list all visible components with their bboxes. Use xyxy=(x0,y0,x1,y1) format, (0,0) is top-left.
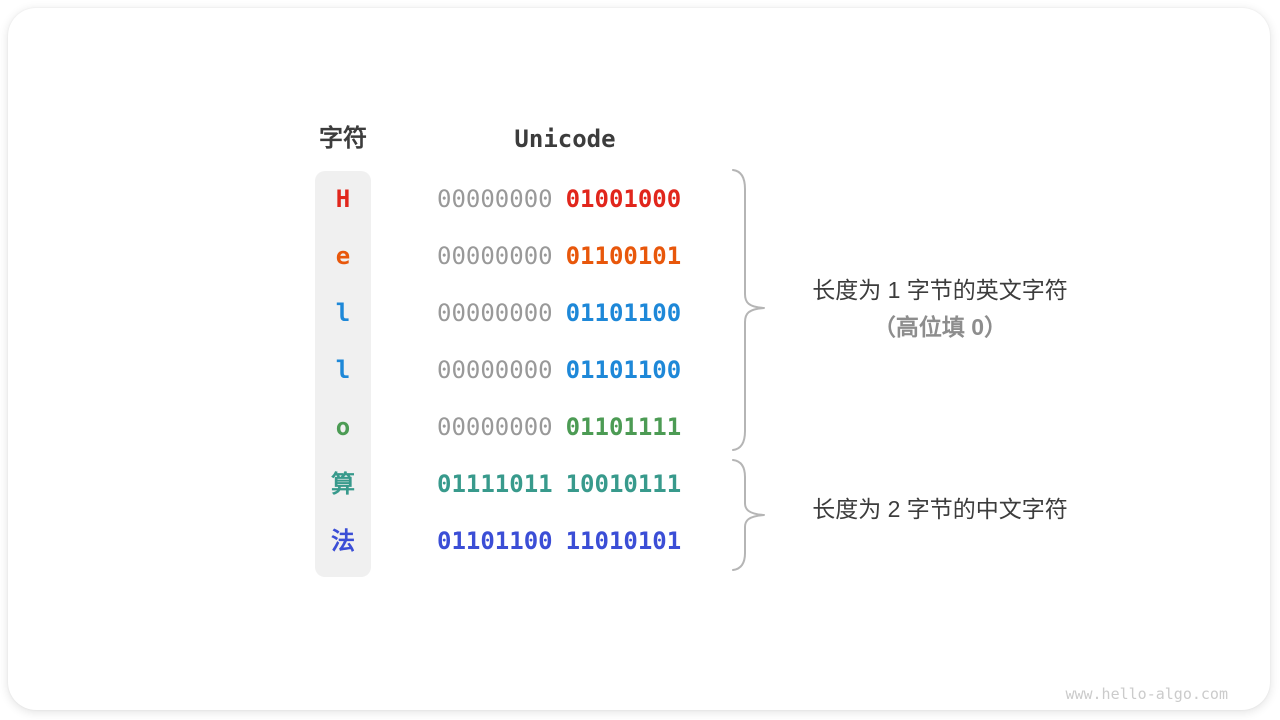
byte-low: 01101100 xyxy=(565,356,682,384)
table-row: o 00000000 01101111 xyxy=(8,410,1280,444)
byte-low: 01101100 xyxy=(565,299,682,327)
byte-high: 00000000 xyxy=(437,185,553,213)
byte-high: 00000000 xyxy=(437,299,553,327)
table-row: e 00000000 01100101 xyxy=(8,239,1280,273)
table-row: H 00000000 01001000 xyxy=(8,182,1280,216)
character-column-background xyxy=(315,171,371,577)
annotation-line: 长度为 1 字节的英文字符 xyxy=(812,277,1068,303)
character-cell: l xyxy=(335,299,351,327)
annotation-chinese-chars: 长度为 2 字节的中文字符 xyxy=(780,490,1100,528)
unicode-bytes: 00000000 01101100 xyxy=(437,296,681,330)
byte-high: 00000000 xyxy=(437,413,553,441)
unicode-bytes: 00000000 01101100 xyxy=(437,353,681,387)
byte-high: 00000000 xyxy=(437,356,553,384)
unicode-bytes: 00000000 01101111 xyxy=(437,410,681,444)
character-cell: l xyxy=(335,356,351,384)
table-row: 法 01101100 11010101 xyxy=(8,524,1280,558)
column-header-unicode: Unicode xyxy=(514,125,616,153)
table-row: l 00000000 01101100 xyxy=(8,353,1280,387)
brace-group-english xyxy=(732,169,765,451)
byte-low: 11010101 xyxy=(565,527,682,555)
unicode-bytes: 00000000 01100101 xyxy=(437,239,681,273)
byte-low: 01100101 xyxy=(565,242,682,270)
byte-low: 01001000 xyxy=(565,185,682,213)
unicode-bytes: 00000000 01001000 xyxy=(437,182,681,216)
unicode-bytes: 01111011 10010111 xyxy=(437,467,681,501)
table-row: l 00000000 01101100 xyxy=(8,296,1280,330)
unicode-bytes: 01101100 11010101 xyxy=(437,524,681,558)
character-cell: e xyxy=(335,242,351,270)
byte-high: 01111011 xyxy=(437,470,553,498)
byte-low: 10010111 xyxy=(565,470,682,498)
column-header-char: 字符 xyxy=(319,125,367,152)
annotation-english-chars: 长度为 1 字节的英文字符 （高位填 0） xyxy=(780,271,1100,345)
character-cell: o xyxy=(335,413,351,441)
brace-group-chinese xyxy=(732,459,765,571)
annotation-line: 长度为 2 字节的中文字符 xyxy=(812,496,1068,522)
annotation-subline: （高位填 0） xyxy=(872,314,1008,340)
character-cell: H xyxy=(335,185,351,213)
character-cell: 算 xyxy=(331,470,355,498)
byte-low: 01101111 xyxy=(565,413,682,441)
character-cell: 法 xyxy=(331,527,355,555)
diagram-card: 字符 Unicode H 00000000 01001000 e 0000000… xyxy=(8,8,1270,710)
byte-high: 01101100 xyxy=(437,527,553,555)
site-watermark: www.hello-algo.com xyxy=(1065,685,1228,703)
table-row: 算 01111011 10010111 xyxy=(8,467,1280,501)
byte-high: 00000000 xyxy=(437,242,553,270)
